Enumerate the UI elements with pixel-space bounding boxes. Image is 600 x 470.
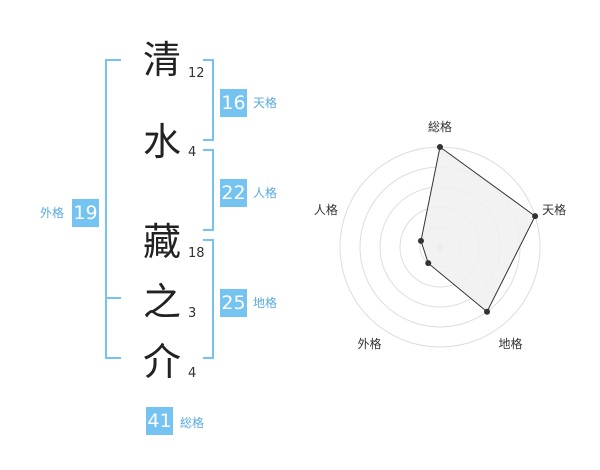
gaikaku-label: 外格	[40, 206, 65, 220]
radar-point-5	[417, 237, 424, 244]
jinkaku-bracket	[203, 149, 214, 231]
jinkaku-value: 22	[220, 179, 247, 207]
radar-point-1	[437, 144, 443, 150]
radar-axis-label-4: 外格	[357, 336, 381, 351]
name-char-1: 清	[142, 38, 181, 82]
stroke-count-1: 12	[188, 66, 205, 81]
soukaku-value: 41	[146, 407, 173, 435]
stroke-count-3: 18	[188, 246, 205, 261]
radar-axis-label-5: 人格	[314, 202, 338, 217]
tenkaku-value: 16	[220, 89, 247, 117]
tenkaku-label: 天格	[253, 96, 278, 110]
chikaku-label: 地格	[253, 296, 278, 310]
soukaku-label: 総格	[180, 416, 205, 430]
radar-axis-label-1: 総格	[428, 119, 452, 134]
radar-point-2	[532, 213, 539, 220]
tenkaku-bracket	[203, 59, 214, 141]
radar-axis-label-2: 天格	[542, 202, 566, 217]
jinkaku-label: 人格	[253, 186, 278, 200]
radar-point-3	[484, 308, 491, 315]
radar-polygon	[420, 146, 536, 313]
radar-axis-label-3: 地格	[498, 336, 522, 351]
name-char-2: 水	[142, 120, 181, 164]
stroke-count-2: 4	[188, 145, 197, 160]
name-char-5: 介	[142, 340, 181, 384]
name-char-4: 之	[142, 280, 181, 324]
gaikaku-value: 19	[72, 199, 99, 227]
chikaku-value: 25	[220, 289, 247, 317]
name-char-3: 藏	[142, 220, 181, 264]
stroke-count-4: 3	[188, 306, 197, 321]
radar-point-4	[425, 260, 432, 267]
stroke-count-5: 4	[188, 366, 197, 381]
gaikaku-bracket	[105, 59, 121, 359]
chikaku-bracket	[203, 239, 214, 359]
